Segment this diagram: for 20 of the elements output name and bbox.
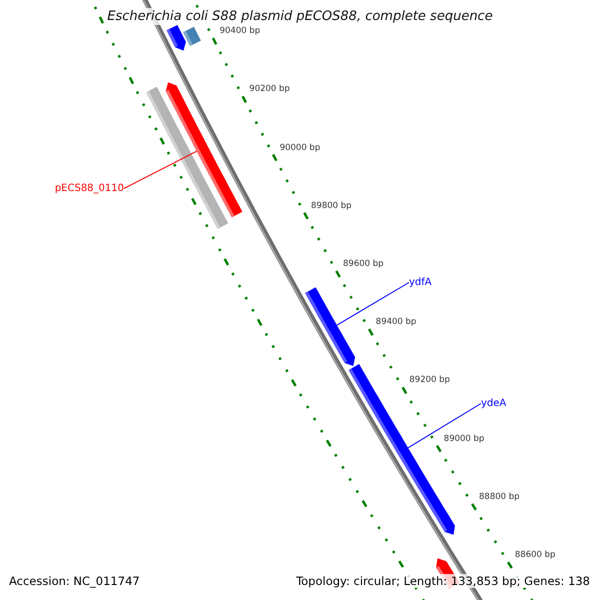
tick-label: 90000 bp <box>280 142 320 153</box>
tick-label: 89800 bp <box>311 200 352 211</box>
gene-label: pECS88_0110 <box>54 183 124 194</box>
leader-line <box>408 403 482 448</box>
tick-label: 89400 bp <box>376 317 416 328</box>
accession-text: Accession: NC_011747 <box>7 574 142 588</box>
gene-feature <box>166 25 186 51</box>
leader-line <box>336 282 410 326</box>
gene-label: ydeA <box>481 398 506 409</box>
gene-feature <box>183 26 201 46</box>
tick-label: 89000 bp <box>444 434 484 444</box>
leader-line <box>124 150 198 189</box>
gene-label: ydfA <box>409 277 432 288</box>
tick-label: 88600 bp <box>514 550 556 560</box>
tick-label: 90200 bp <box>249 84 290 94</box>
tick-label: 89200 bp <box>409 375 450 386</box>
gene-feature <box>305 287 356 366</box>
gene-feature <box>146 86 228 230</box>
sequence-info-text: Topology: circular; Length: 133,853 bp; Genes: 138 <box>294 574 592 588</box>
tick-label: 90400 bp <box>220 26 260 36</box>
